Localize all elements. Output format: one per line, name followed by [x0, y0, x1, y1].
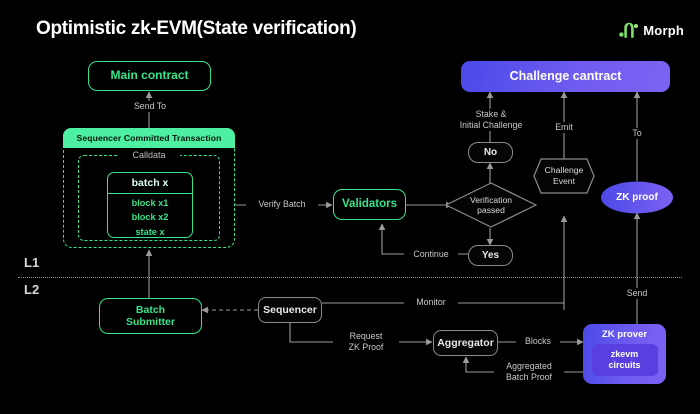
edge-label-continue: Continue: [404, 249, 458, 260]
node-zk-proof[interactable]: ZK proof: [600, 181, 674, 214]
diamond-shape: [444, 182, 538, 228]
node-sequencer[interactable]: Sequencer: [258, 297, 322, 323]
edge-label-agg-line1: Aggregated: [494, 361, 564, 372]
batch-card[interactable]: batch x block x1 block x2 state x: [107, 172, 193, 238]
edge-label-stake-line2: Initial Challenge: [441, 120, 541, 131]
node-validators[interactable]: Validators: [333, 189, 406, 220]
node-decision-no[interactable]: No: [468, 142, 513, 163]
morph-logo-icon: [619, 22, 639, 38]
edge-label-verify-batch: Verify Batch: [246, 199, 318, 210]
edge-label-monitor: Monitor: [404, 297, 458, 308]
node-aggregator[interactable]: Aggregator: [433, 330, 498, 356]
edge-label-request-line2: ZK Proof: [333, 342, 399, 353]
ellipse-shape: [601, 181, 673, 214]
zk-proof-label: ZK proof: [616, 192, 658, 203]
node-batch-submitter[interactable]: Batch Submitter: [99, 298, 202, 334]
edge-label-blocks: Blocks: [516, 336, 560, 347]
node-zk-prover[interactable]: ZK prover zkevm circuits: [583, 324, 666, 384]
node-zkevm-circuits[interactable]: zkevm circuits: [591, 344, 658, 376]
brand-name: Morph: [643, 22, 684, 38]
sequencer-tx-header: Sequencer Committed Transaction: [63, 128, 235, 148]
batch-title: batch x: [108, 173, 192, 194]
batch-item: block x1: [131, 198, 169, 208]
batch-item: block x2: [131, 212, 169, 223]
node-sequencer-committed-transaction[interactable]: [63, 128, 235, 248]
node-verification-passed[interactable]: Verification passed: [444, 182, 538, 228]
batch-submitter-line1: Batch: [135, 303, 166, 316]
brand-logo: Morph: [619, 22, 684, 38]
layer-label-l2: L2: [24, 282, 40, 297]
edge-label-request-line1: Request: [333, 331, 399, 342]
zk-prover-label: ZK prover: [601, 329, 648, 340]
batch-submitter-line2: Submitter: [125, 316, 175, 328]
edge-label-emit: Emit: [545, 122, 583, 133]
hexagon-shape: [533, 158, 595, 194]
node-decision-yes[interactable]: Yes: [468, 245, 513, 266]
node-main-contract[interactable]: Main contract: [88, 61, 211, 91]
diamond-line2: passed: [477, 205, 505, 215]
layer-divider: [18, 277, 682, 278]
challenge-event-line1: Challenge: [544, 165, 584, 176]
batch-items: block x1 block x2 state x: [108, 194, 192, 237]
page-title: Optimistic zk-EVM(State verification): [36, 18, 357, 39]
challenge-event-line2: Event: [553, 176, 575, 186]
edge-label-agg-line2: Batch Proof: [494, 372, 564, 383]
layer-label-l1: L1: [24, 255, 40, 270]
batch-item: state x: [135, 226, 165, 237]
zkevm-circuits-line2: circuits: [608, 360, 641, 370]
node-challenge-event[interactable]: Challenge Event: [533, 158, 595, 194]
edge-label-send-to: Send To: [124, 101, 176, 112]
zkevm-circuits-line1: zkevm: [610, 348, 639, 359]
calldata-label: Calldata: [118, 150, 180, 162]
diamond-line1: Verification: [469, 194, 513, 205]
edge-label-send: Send: [618, 288, 656, 299]
node-challenge-contract[interactable]: Challenge cantract: [461, 61, 670, 92]
edge-label-to: To: [620, 128, 654, 139]
edge-label-stake-line1: Stake &: [449, 109, 533, 120]
